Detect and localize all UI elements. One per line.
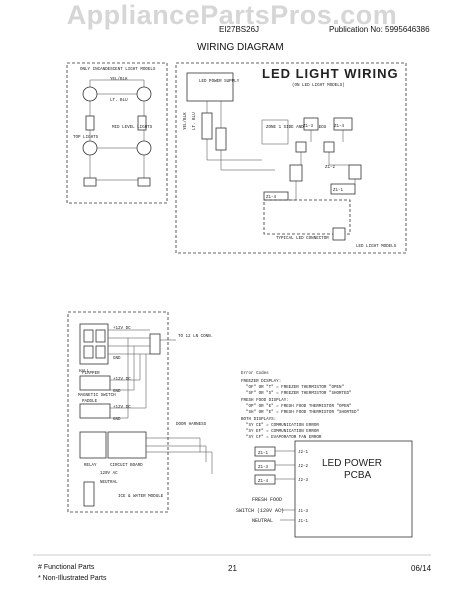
label-neutral-ice: NEUTRAL [100,481,118,485]
pcba-pin-j2-2: J2-2 [298,465,309,469]
connector-z1-1: Z1-1 [333,189,344,193]
top-lights-label: TOP LIGHTS [73,136,99,140]
label-gnd-1: GND [113,357,121,361]
label-gnd-3: GND [113,418,121,422]
wire-label-lt-blu: LT. BLU [110,99,128,103]
error-line-5: "SH" OR "E" = FRESH FOOD THERMISTOR "SHO… [246,410,359,415]
connector-z1-3: Z1-3 [303,125,314,129]
label-magnetic-switch: MAGNETIC SWITCH [78,394,116,398]
connector-z1-4-top: Z1-4 [334,125,345,129]
pcba-pin-j1-3: J1-3 [298,510,309,514]
led-power-supply-label: LED POWER SUPPLY [199,80,240,84]
switch-label: SWITCH (120V AC) [236,508,284,514]
pcba-title-2: PCBA [344,470,372,481]
label-12v-1: +12V DC [113,327,131,331]
error-line-3: FRESH FOOD DISPLAY: [241,399,289,403]
led-wiring-title: LED LIGHT WIRING [262,66,399,81]
pcba-box [294,440,413,538]
led-power-pcba: LED POWER PCBA Z1-1 Z1-3 Z1-4 J2-1 J2-2 … [236,440,413,538]
connector-z1-2: Z1-2 [325,166,336,170]
label-hall: HALL [79,370,90,374]
error-line-2: "SF" OR "S" = FREEZER THERMISTOR "SHORTE… [246,391,352,396]
error-line-1: "OF" OR "T" = FREEZER THERMISTOR "OPEN" [246,385,344,390]
pcba-pin-j1-1: J1-1 [298,520,309,524]
error-line-6: BOTH DISPLAYS: [241,418,276,422]
label-power: 120V AC [100,472,118,476]
connector-label: TO 12 LN CONN. [178,335,213,339]
ice-water-section: +12V DC GND HALL TO 12 LN CONN. FLAPPER … [67,311,213,513]
incandescent-note: ONLY INCANDESCENT LIGHT MODELS [80,68,156,72]
label-circuit-board: CIRCUIT BOARD [110,464,143,468]
error-line-8: "SY EF" = COMMUNICATION ERROR [246,429,319,434]
typical-led-connector-label: TYPICAL LED CONNECTOR [276,237,329,241]
publication-number: Publication No: 5995646386 [329,25,430,34]
lamp-mid-left [82,140,98,156]
error-line-0: FREEZER DISPLAY: [241,380,281,384]
zone-1-label: ZONE 1 SIDE AND TOP LEDS [266,126,327,130]
mid-lights-label: MID LEVEL LIGHTS [112,126,153,130]
incandescent-light-section: ONLY INCANDESCENT LIGHT MODELS YEL/BLK L… [66,62,168,204]
lamp-top-left [82,86,98,102]
zone-1-box [261,119,289,145]
label-paddle: PADDLE [82,400,98,404]
neutral-label: NEUTRAL [252,518,273,524]
led-wiring-section: LED LIGHT WIRING (ON LED LIGHT MODELS) L… [175,62,407,254]
led-light-models-label: LED LIGHT MODELS [356,245,397,249]
led-power-supply [186,72,234,102]
pcba-title-1: LED POWER [322,458,382,469]
label-ice-water-module: ICE & WATER MODULE [118,495,164,499]
circuit-board-block [107,431,147,459]
label-relay: RELAY [84,464,97,468]
error-codes-section: Error Codes FREEZER DISPLAY: "OF" OR "T"… [241,371,359,440]
pcba-conn-z1-4: Z1-4 [258,480,269,484]
led-strip-region [263,199,351,235]
label-door-harness: DOOR HARNESS [176,423,207,427]
relay-block [79,431,107,459]
label-gnd-2: GND [113,390,121,394]
wire-label-yel-blk: YEL/BLK [110,77,128,82]
wire-lt-blu-led: LT. BLU [193,112,197,130]
page-title: WIRING DIAGRAM [197,42,284,53]
error-codes-title: Error Codes [241,371,269,376]
paddle-switch [79,403,111,419]
non-illustrated-note: * Non-Illustrated Parts [38,575,107,582]
led-wiring-subtitle: (ON LED LIGHT MODELS) [292,83,345,88]
flapper-switch [79,375,111,391]
wire-yel-blk-led: YEL/BLK [183,112,188,130]
lamp-top-right [136,86,152,102]
lamp-mid-right [136,140,152,156]
page-number: 21 [228,564,237,573]
functional-parts-note: # Functional Parts [38,564,95,571]
pcba-conn-z1-3: Z1-3 [258,466,269,470]
label-flapper: FLAPPER [82,372,100,376]
error-line-7: "SY CE" = COMMUNICATION ERROR [246,423,319,428]
watermark: AppliancePartsPros.com [66,0,398,30]
pcba-pin-j2-3: J2-3 [298,479,309,483]
model-number: EI27BS26J [219,25,260,34]
pcba-conn-z1-1: Z1-1 [258,452,269,456]
error-line-9: "SY CF" = EVAPORATOR FAN ERROR [246,435,322,440]
fresh-food-label: FRESH FOOD [252,497,282,503]
pcba-pin-j2-1: J2-1 [298,451,309,455]
footer-date: 06/14 [411,564,432,573]
connector-z1-4-bottom: Z1-4 [266,196,277,200]
error-line-4: "OP" OR "E" = FRESH FOOD THERMISTOR "OPE… [246,404,352,409]
